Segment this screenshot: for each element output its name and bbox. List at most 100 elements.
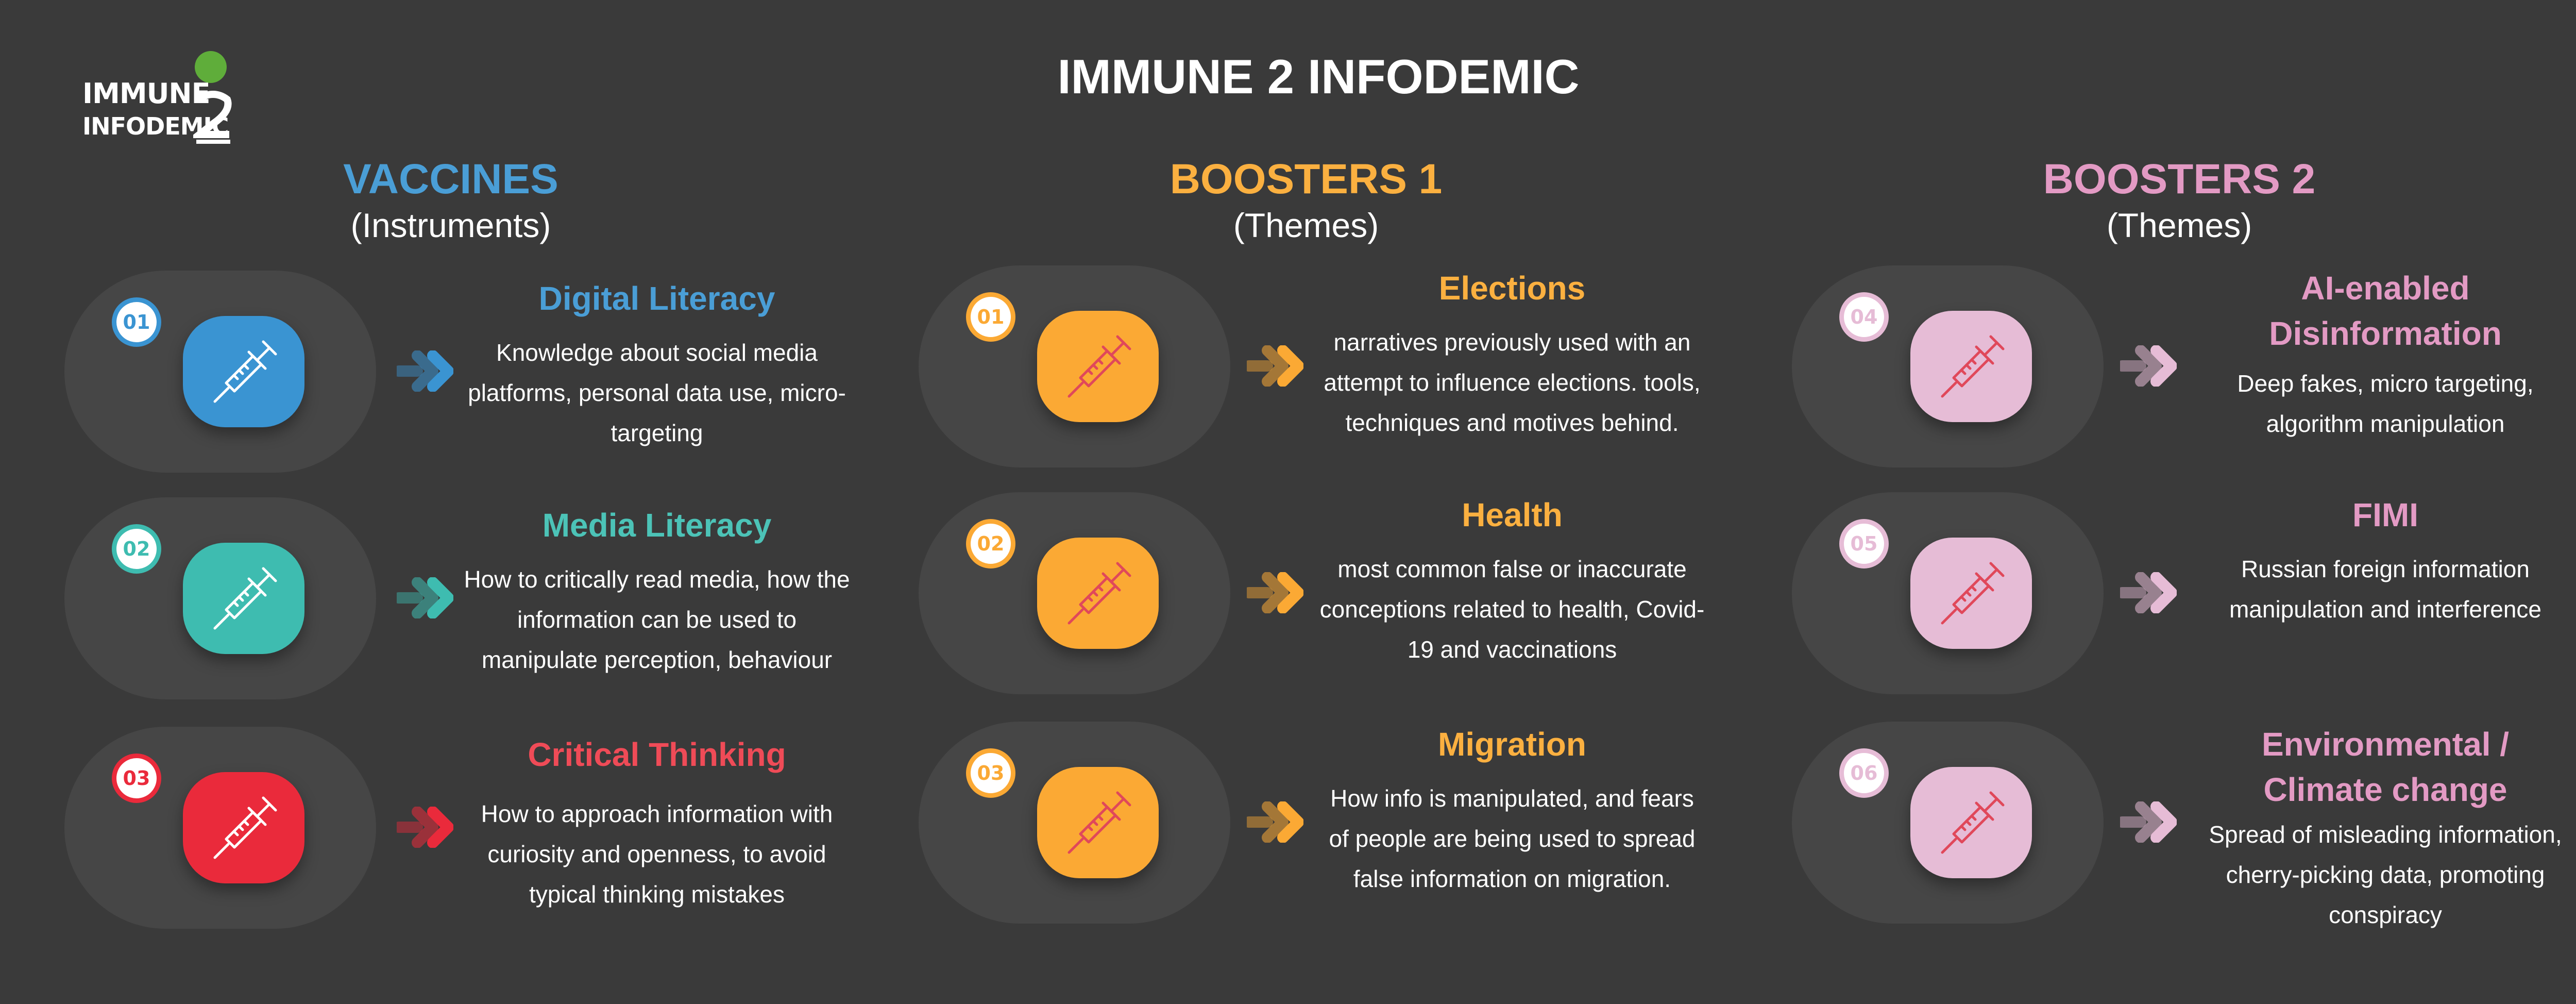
connector-arrow-icon <box>1243 572 1304 614</box>
item-description-line: Knowledge about social media <box>496 339 818 366</box>
item-description: narratives previously used with an attemp… <box>1311 322 1713 443</box>
logo-two-mark-icon <box>193 91 232 144</box>
double-chevron-arrow-icon <box>1243 345 1304 387</box>
capsule <box>1037 311 1159 422</box>
item-description-line: attempt to influence elections. tools, <box>1324 369 1701 396</box>
capsule-card-01: 01 <box>919 265 1230 467</box>
double-chevron-arrow-icon <box>2116 801 2177 843</box>
item-description-line: conspiracy <box>2329 901 2442 928</box>
item-description: How info is manipulated, and fears of peo… <box>1311 778 1713 899</box>
syringe-icon <box>1941 335 2005 398</box>
capsule-card-05: 05 <box>1792 492 2104 694</box>
item-description-line: conceptions related to health, Covid- <box>1319 596 1705 623</box>
item-description-line: 19 and vaccinations <box>1407 636 1617 663</box>
capsule-card-03: 03 <box>64 727 376 929</box>
item-title: Elections <box>1438 270 1586 307</box>
connector-arrow-icon <box>2116 801 2177 843</box>
column-header-boosters-2: BOOSTERS 2 (Themes) <box>1947 155 2411 246</box>
column-heading: VACCINES <box>343 156 558 203</box>
capsule-card-03: 03 <box>919 722 1230 924</box>
item-title: Health <box>1462 496 1563 533</box>
syringe-icon <box>1067 335 1131 398</box>
capsule-card-02: 02 <box>64 497 376 699</box>
item-description-line: manipulate perception, behaviour <box>481 646 833 673</box>
logo-dot <box>195 51 227 83</box>
item-description-line: curiosity and openness, to avoid <box>487 841 826 867</box>
step-number-badge: 03 <box>112 754 161 803</box>
item-description-line: Russian foreign information <box>2241 556 2530 582</box>
item-description-line: manipulation and interference <box>2229 596 2542 623</box>
capsule <box>1910 538 2032 649</box>
item-title-line: Disinformation <box>2269 315 2502 352</box>
step-number-badge: 02 <box>966 519 1015 568</box>
item-description-line: Spread of misleading information, <box>2209 821 2562 848</box>
item-title: FIMI <box>2184 492 2576 538</box>
column-subheading: (Instruments) <box>350 206 551 244</box>
item-description: Deep fakes, micro targeting,algorithm ma… <box>2184 363 2576 444</box>
double-chevron-arrow-icon <box>2116 572 2177 614</box>
item-description-line: most common false or inaccurate <box>1337 556 1687 582</box>
syringe-icon <box>213 340 277 403</box>
column-header-vaccines: VACCINES (Instruments) <box>219 155 683 246</box>
connector-arrow-icon <box>1243 801 1304 843</box>
connector-arrow-icon <box>1243 345 1304 387</box>
syringe-icon <box>213 567 277 630</box>
item-description-line: techniques and motives behind. <box>1345 409 1679 436</box>
immune-infodemic-logo: IMMUNE INFODEMIC <box>82 49 237 147</box>
capsule-card-02: 02 <box>919 492 1230 694</box>
item-title-line: AI-enabled <box>2301 270 2470 307</box>
double-chevron-arrow-icon <box>1243 801 1304 843</box>
capsule <box>1910 767 2032 878</box>
item-description: How to approach information with curiosit… <box>456 794 858 914</box>
step-number-badge: 01 <box>966 292 1015 342</box>
syringe-icon <box>1067 791 1131 854</box>
item-description-line: cherry-picking data, promoting <box>2226 861 2545 888</box>
item-description-line: How to approach information with <box>481 800 833 827</box>
capsule <box>183 316 304 427</box>
step-number-badge: 03 <box>966 748 1015 798</box>
column-heading: BOOSTERS 1 <box>1170 156 1443 203</box>
column-heading: BOOSTERS 2 <box>2043 156 2316 203</box>
connector-arrow-icon <box>393 577 454 619</box>
item-description-line: targeting <box>611 420 703 446</box>
step-number-badge: 04 <box>1839 292 1889 342</box>
syringe-icon <box>1941 562 2005 625</box>
item-description-line: algorithm manipulation <box>2266 410 2505 437</box>
item-title: Critical Thinking <box>528 736 786 773</box>
capsule <box>183 543 304 654</box>
item-title: Migration <box>1438 726 1586 763</box>
item-title-line: Environmental / <box>2261 726 2510 763</box>
page-title: IMMUNE 2 INFODEMIC <box>1057 49 1580 104</box>
double-chevron-arrow-icon <box>393 806 454 848</box>
connector-arrow-icon <box>2116 345 2177 387</box>
syringe-icon <box>213 796 277 859</box>
double-chevron-arrow-icon <box>393 350 454 392</box>
item-description-line: of people are being used to spread <box>1329 825 1696 852</box>
item-title: Environmental /Climate change <box>2184 722 2576 812</box>
double-chevron-arrow-icon <box>2116 345 2177 387</box>
item-description-line: How info is manipulated, and fears <box>1330 785 1694 812</box>
capsule-card-04: 04 <box>1792 265 2104 467</box>
item-description: Knowledge about social media platforms, p… <box>456 332 858 453</box>
item-title-line: FIMI <box>2352 496 2418 533</box>
capsule <box>1910 311 2032 422</box>
step-number-badge: 01 <box>112 297 161 347</box>
item-description-line: false information on migration. <box>1353 865 1671 892</box>
connector-arrow-icon <box>393 350 454 392</box>
column-subheading: (Themes) <box>2106 206 2252 244</box>
item-title: Digital Literacy <box>538 280 775 317</box>
logo-line1: IMMUNE <box>82 77 210 110</box>
item-description-line: narratives previously used with an <box>1333 329 1691 356</box>
syringe-icon <box>1067 562 1131 625</box>
item-description-line: How to critically read media, how the <box>464 566 850 593</box>
syringe-icon <box>1941 791 2005 854</box>
item-description-line: platforms, personal data use, micro- <box>468 379 846 406</box>
item-description: Spread of misleading information, cherry-… <box>2184 814 2576 935</box>
step-number-badge: 05 <box>1839 519 1889 568</box>
capsule-card-01: 01 <box>64 271 376 473</box>
item-description-line: typical thinking mistakes <box>529 881 785 908</box>
step-number-badge: 06 <box>1839 748 1889 798</box>
column-subheading: (Themes) <box>1233 206 1379 244</box>
